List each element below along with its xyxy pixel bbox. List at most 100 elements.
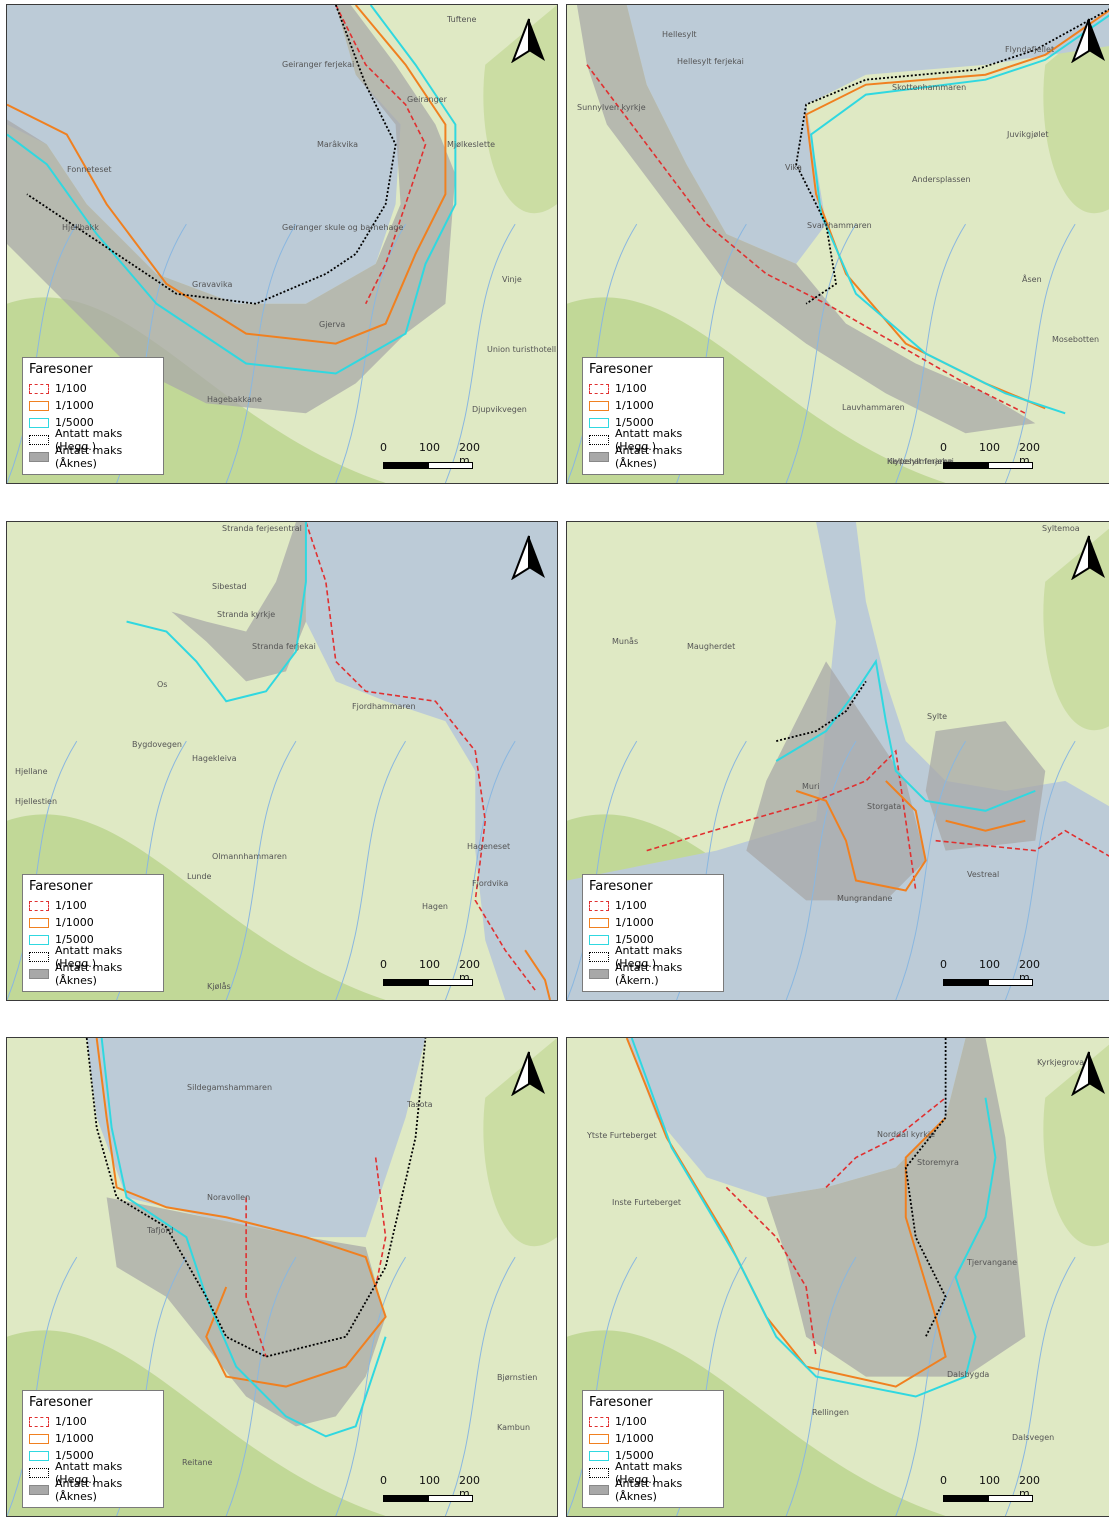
zone-line-1-1000 bbox=[625, 1038, 947, 1388]
place-label: Norddal kyrkje bbox=[877, 1130, 935, 1139]
legend-label: 1/5000 bbox=[55, 933, 94, 946]
stream-line bbox=[895, 1256, 966, 1516]
legend-title: Faresoner bbox=[29, 1395, 93, 1410]
place-label: Vika bbox=[785, 163, 802, 172]
legend-swatch bbox=[589, 451, 609, 462]
scale-bar-graphic bbox=[943, 1495, 1033, 1502]
legend-label: 1/1000 bbox=[615, 399, 654, 412]
place-label: Svarthammaren bbox=[807, 221, 872, 230]
place-label: Inste Furteberget bbox=[612, 1198, 682, 1207]
place-label: Kyrkjegrova bbox=[1037, 1058, 1085, 1067]
place-label: Hjellbakk bbox=[62, 223, 99, 232]
legend-label: Antatt maks (Hegg.) bbox=[615, 943, 683, 970]
water-area bbox=[567, 5, 1109, 264]
legend-label: 1/100 bbox=[615, 1415, 647, 1428]
zone-line-1-5000 bbox=[126, 522, 307, 703]
place-label: Os bbox=[157, 680, 168, 689]
legend-label: Antatt maks (Åknes) bbox=[615, 443, 683, 470]
legend-label: Antatt maks (Hegg.) bbox=[55, 1459, 123, 1486]
scale-label-0: 0 bbox=[380, 1474, 387, 1487]
legend-label: 1/1000 bbox=[615, 916, 654, 929]
stream-line bbox=[785, 1256, 857, 1516]
stream-line bbox=[567, 740, 638, 1000]
legend-swatch bbox=[29, 417, 49, 428]
scale-label-100: 100 bbox=[979, 441, 1000, 454]
legend-item: 1/5000 bbox=[589, 931, 717, 948]
water-area bbox=[86, 1038, 426, 1238]
place-label: Storgata bbox=[867, 802, 902, 811]
legend-swatch bbox=[29, 934, 49, 945]
place-label: Dalsvegen bbox=[1012, 1433, 1055, 1442]
hazard-zone-fill bbox=[7, 5, 456, 414]
legend-swatch bbox=[29, 968, 49, 979]
stream-line bbox=[225, 1256, 297, 1516]
place-label: Åsen bbox=[1022, 275, 1042, 284]
stream-line bbox=[444, 740, 516, 1000]
water-area bbox=[7, 5, 401, 304]
stream-line bbox=[1004, 223, 1076, 483]
scale-label-0: 0 bbox=[380, 958, 387, 971]
legend-swatch bbox=[29, 1484, 49, 1495]
legend-label: 1/100 bbox=[55, 1415, 87, 1428]
legend-item: 1/1000 bbox=[589, 397, 717, 414]
legend-swatch bbox=[29, 400, 49, 411]
place-label: Djupvikvegen bbox=[472, 405, 527, 414]
legend-title: Faresoner bbox=[589, 879, 653, 894]
legend-swatch bbox=[29, 434, 49, 445]
scale-label-100: 100 bbox=[979, 958, 1000, 971]
stream-line bbox=[7, 223, 78, 483]
place-label: Vinje bbox=[502, 275, 522, 284]
place-label: Olmannhammaren bbox=[212, 852, 287, 861]
place-label: Storemyra bbox=[917, 1158, 959, 1167]
place-label: Hagen bbox=[422, 902, 448, 911]
legend-item: 1/100 bbox=[589, 380, 717, 397]
hazard-zone-fill bbox=[171, 522, 306, 682]
zone-line-1-100 bbox=[305, 522, 536, 991]
legend-label: Antatt maks (Åknes) bbox=[55, 960, 123, 987]
legend-swatch bbox=[589, 383, 609, 394]
legend-swatch bbox=[29, 917, 49, 928]
legend-item: Antatt maks (Hegg.) bbox=[589, 944, 717, 970]
place-label: Sildegamshammaren bbox=[187, 1083, 273, 1092]
scale-label-200: 200 m bbox=[1019, 441, 1040, 467]
stream-line bbox=[1004, 740, 1076, 1000]
stream-line bbox=[335, 223, 406, 483]
place-label: Vestreal bbox=[967, 870, 1000, 879]
stream-line bbox=[335, 740, 406, 1000]
place-label: Maugherdet bbox=[687, 642, 736, 651]
stream-line bbox=[335, 1256, 406, 1516]
place-label: Lauvhammaren bbox=[842, 403, 905, 412]
legend-label: 1/1000 bbox=[615, 1432, 654, 1445]
zone-line-antatt-maks-hegg bbox=[776, 680, 867, 742]
legend-swatch bbox=[29, 383, 49, 394]
scale-bar: 0 100 200 m bbox=[380, 441, 480, 471]
legend-label: 1/100 bbox=[615, 382, 647, 395]
stream-line bbox=[225, 740, 297, 1000]
legend-item: 1/1000 bbox=[29, 914, 157, 931]
legend-swatch bbox=[589, 400, 609, 411]
place-label: Hagekleiva bbox=[192, 754, 237, 763]
stream-line bbox=[895, 223, 966, 483]
scale-label-200: 200 m bbox=[1019, 958, 1040, 984]
zone-line-1-1000 bbox=[524, 949, 551, 1000]
zone-line-1-5000 bbox=[100, 1038, 387, 1438]
legend-label: Antatt maks (Åknes) bbox=[55, 443, 123, 470]
legend-swatch bbox=[589, 968, 609, 979]
scale-label-0: 0 bbox=[940, 958, 947, 971]
legend-swatch bbox=[29, 451, 49, 462]
legend-item: 1/5000 bbox=[29, 931, 157, 948]
place-label: Skottenhammaren bbox=[892, 83, 967, 92]
legend-label: 1/100 bbox=[55, 382, 87, 395]
place-label: Lunde bbox=[187, 872, 212, 881]
place-label: Muri bbox=[802, 782, 820, 791]
legend-item: Antatt maks (Hegg.) bbox=[29, 1460, 157, 1486]
zone-line-antatt-maks-hegg bbox=[795, 8, 1109, 305]
scale-label-200: 200 m bbox=[459, 958, 480, 984]
forest-area bbox=[483, 1038, 557, 1247]
place-label: Hjellestien bbox=[15, 797, 58, 806]
legend-item: Antatt maks (Åknes) bbox=[589, 444, 717, 470]
place-label: Geiranger bbox=[407, 95, 447, 104]
legend-swatch bbox=[29, 900, 49, 911]
